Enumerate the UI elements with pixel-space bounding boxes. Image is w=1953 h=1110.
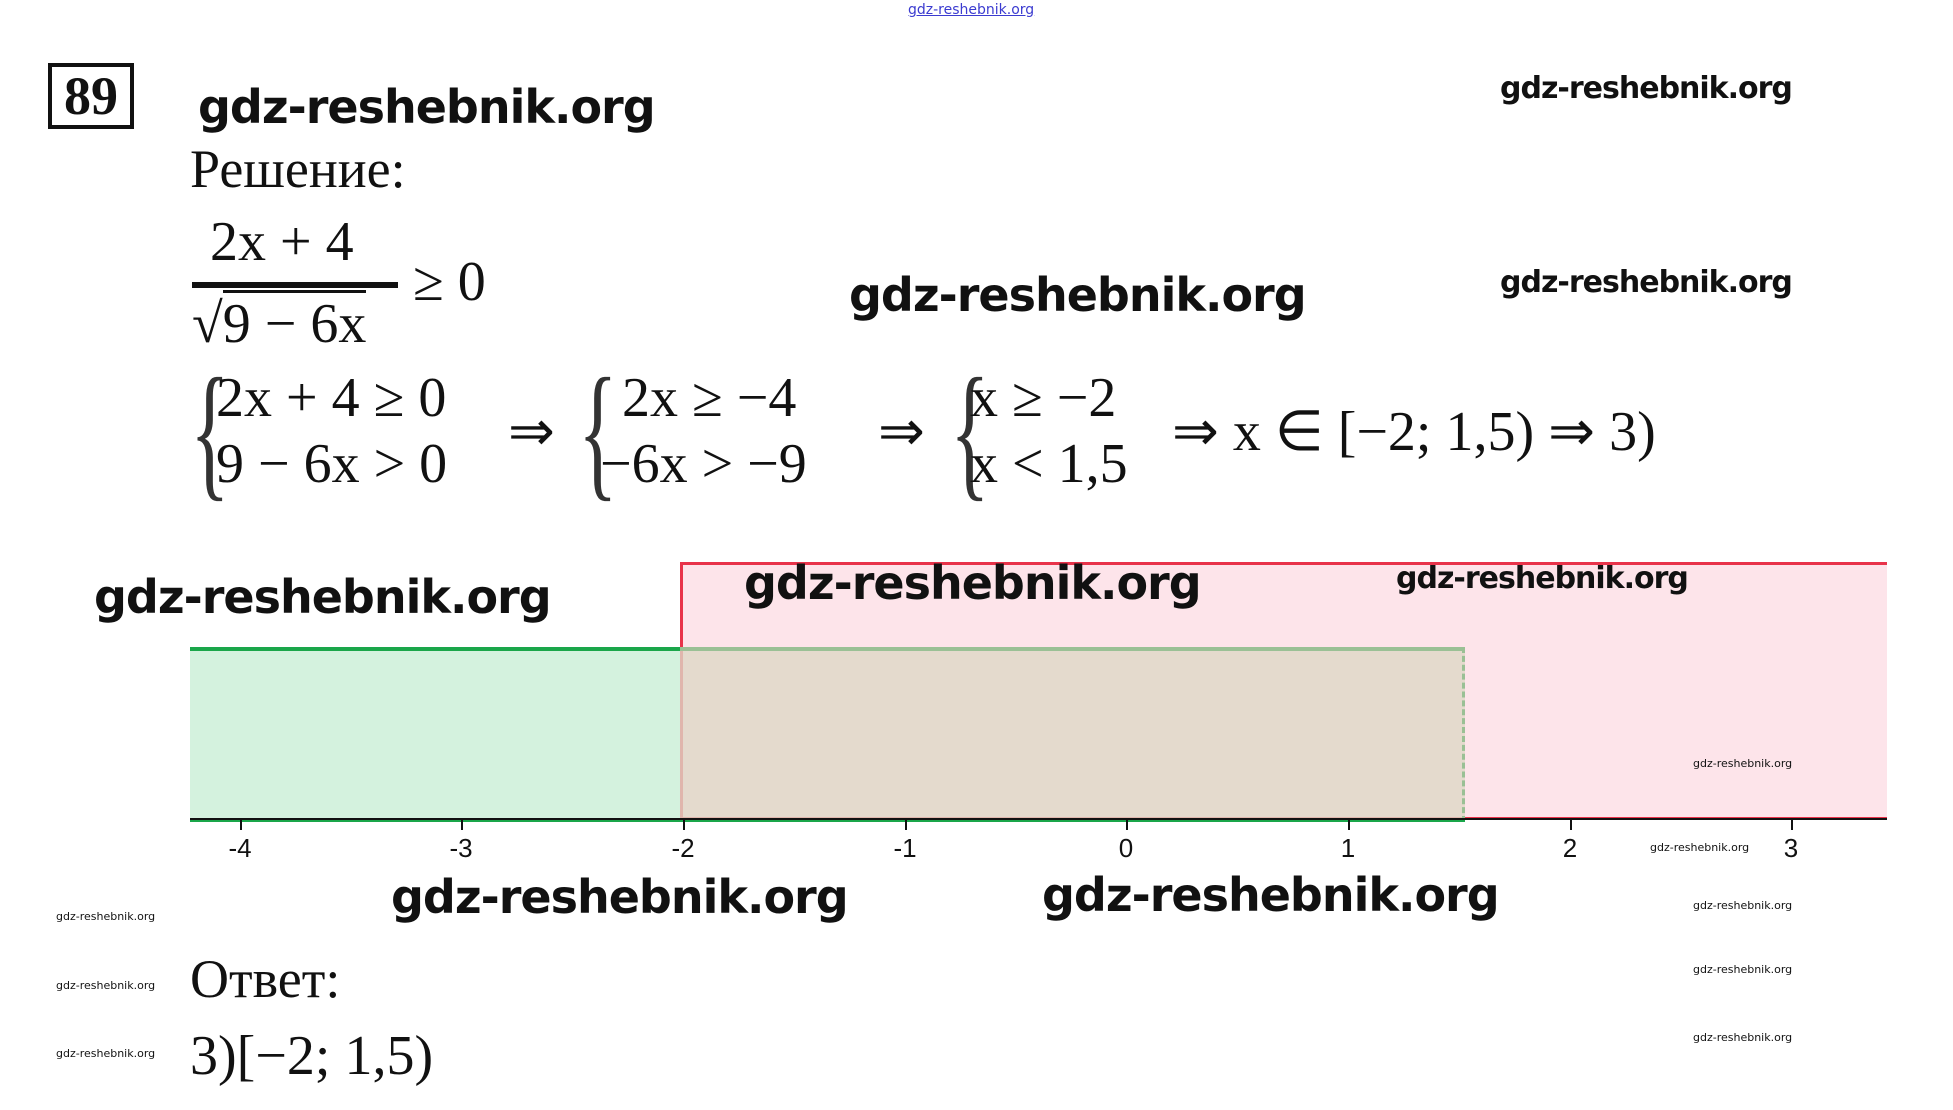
watermark: gdz-reshebnik.org bbox=[1396, 561, 1689, 596]
fraction-denominator: √9 − 6x bbox=[192, 290, 367, 356]
watermark: gdz-reshebnik.org bbox=[1500, 71, 1793, 106]
answer: 3)[−2; 1,5) bbox=[190, 1025, 434, 1087]
watermark: gdz-reshebnik.org bbox=[56, 1047, 156, 1060]
intersection-region bbox=[680, 647, 1465, 818]
tick-label: -3 bbox=[449, 833, 473, 863]
tick-label: -1 bbox=[893, 833, 917, 863]
brace: { bbox=[578, 348, 618, 514]
tick bbox=[1126, 820, 1128, 830]
fraction-relation: ≥ 0 bbox=[413, 251, 486, 313]
tick bbox=[905, 820, 907, 830]
conclusion: ⇒ x ∈ [−2; 1,5) ⇒ 3) bbox=[1172, 401, 1656, 463]
watermark: gdz-reshebnik.org bbox=[391, 870, 849, 924]
tick bbox=[1791, 820, 1793, 830]
watermark: gdz-reshebnik.org bbox=[849, 268, 1307, 322]
watermark: gdz-reshebnik.org bbox=[1693, 1031, 1793, 1044]
tick-label: 1 bbox=[1340, 833, 1356, 863]
answer-label: Ответ: bbox=[190, 949, 341, 1009]
watermark: gdz-reshebnik.org bbox=[1042, 868, 1500, 922]
brace: { bbox=[950, 348, 990, 514]
arrow: ⇒ bbox=[878, 401, 925, 463]
system2-line1: 2x ≥ −4 bbox=[622, 367, 797, 429]
solution-label: Решение: bbox=[190, 139, 406, 199]
watermark: gdz-reshebnik.org bbox=[744, 556, 1202, 610]
watermark: gdz-reshebnik.org bbox=[56, 910, 156, 923]
tick bbox=[1348, 820, 1350, 830]
tick bbox=[240, 820, 242, 830]
top-watermark-link[interactable]: gdz-reshebnik.org bbox=[908, 2, 1035, 18]
fraction-bar bbox=[192, 282, 398, 288]
tick-label: 3 bbox=[1783, 833, 1799, 863]
tick-label: -4 bbox=[228, 833, 252, 863]
watermark: gdz-reshebnik.org bbox=[1693, 963, 1793, 976]
fraction-numerator: 2x + 4 bbox=[210, 211, 354, 273]
tick bbox=[1570, 820, 1572, 830]
system3-line2: x < 1,5 bbox=[970, 433, 1128, 495]
watermark: gdz-reshebnik.org bbox=[56, 979, 156, 992]
watermark: gdz-reshebnik.org bbox=[198, 80, 656, 134]
tick-label: 0 bbox=[1118, 833, 1134, 863]
tick-label: 2 bbox=[1562, 833, 1578, 863]
watermark: gdz-reshebnik.org bbox=[1693, 757, 1793, 770]
system2-line2: −6x > −9 bbox=[600, 433, 807, 495]
system1-line1: 2x + 4 ≥ 0 bbox=[216, 367, 447, 429]
arrow: ⇒ bbox=[508, 401, 555, 463]
tick bbox=[683, 820, 685, 830]
x-axis bbox=[190, 818, 1887, 820]
watermark: gdz-reshebnik.org bbox=[94, 570, 552, 624]
watermark: gdz-reshebnik.org bbox=[1693, 899, 1793, 912]
tick-label: -2 bbox=[671, 833, 695, 863]
watermark: gdz-reshebnik.org bbox=[1650, 841, 1750, 854]
problem-number: 89 bbox=[48, 63, 134, 129]
tick bbox=[461, 820, 463, 830]
radicand: 9 − 6x bbox=[222, 290, 367, 355]
brace: { bbox=[190, 348, 230, 514]
system3-line1: x ≥ −2 bbox=[970, 367, 1117, 429]
watermark: gdz-reshebnik.org bbox=[1500, 265, 1793, 300]
system1-line2: 9 − 6x > 0 bbox=[216, 433, 448, 495]
